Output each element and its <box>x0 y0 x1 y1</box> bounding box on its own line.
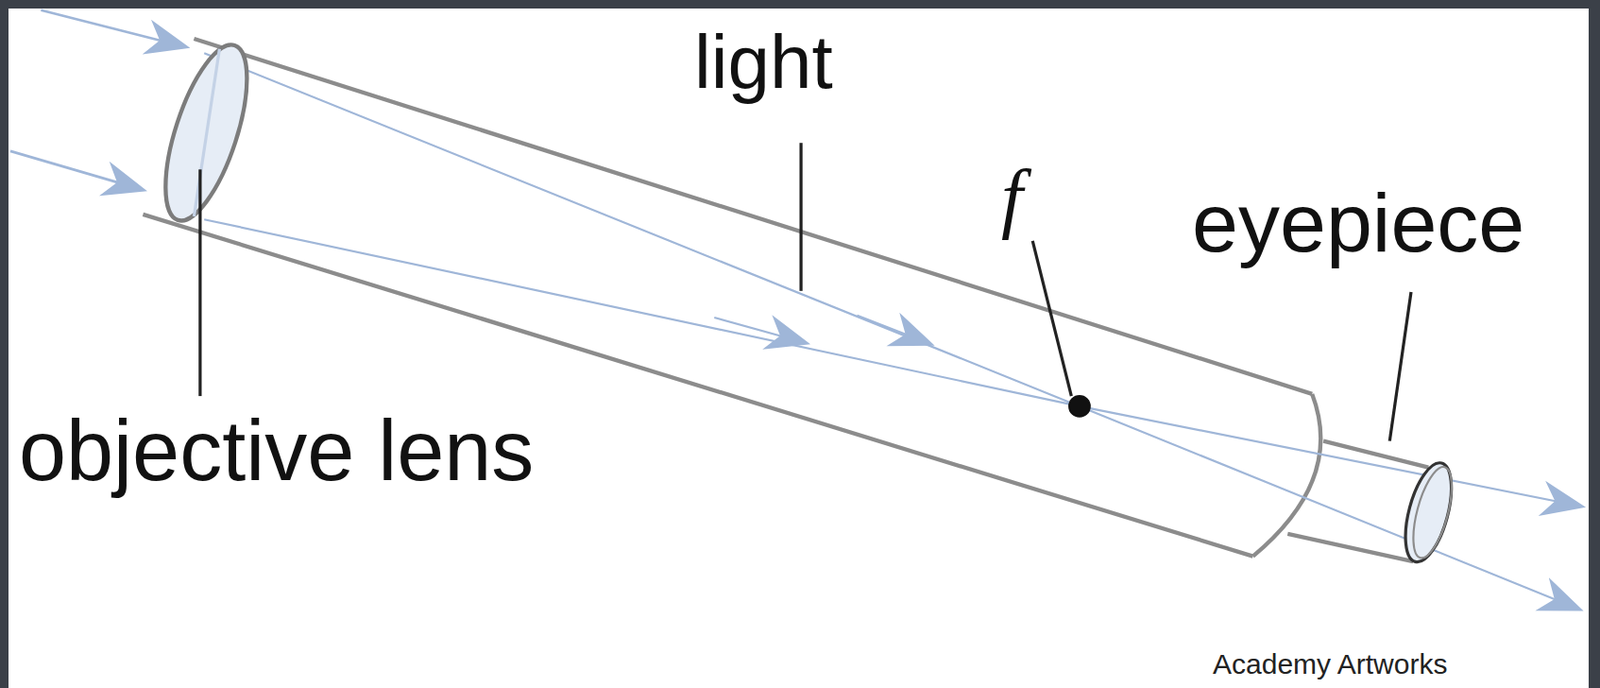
eyepiece-lens <box>1405 462 1460 562</box>
tube-end <box>1253 393 1322 557</box>
focal-label: f <box>1001 158 1023 237</box>
leader-line <box>799 142 802 291</box>
part-label: eyepiece <box>1191 181 1525 265</box>
light-ray <box>1079 406 1580 610</box>
light-ray <box>204 219 1080 407</box>
eyepiece-tube <box>1287 533 1413 562</box>
ray-arrow <box>714 317 806 343</box>
ray-arrow <box>856 315 931 344</box>
eyepiece-tube <box>1323 441 1429 468</box>
objective-lens <box>149 35 265 230</box>
focal-point <box>1068 394 1091 418</box>
watermark: Academy Artworks <box>1212 649 1447 679</box>
eyepiece-lens <box>1396 458 1462 567</box>
leader-line <box>198 169 202 396</box>
light-ray <box>10 151 143 190</box>
light-ray <box>1079 406 1582 507</box>
part-label: light <box>694 24 834 101</box>
tube-wall <box>142 214 1253 557</box>
light-ray <box>40 10 186 48</box>
part-label: objective lens <box>18 408 534 494</box>
leader-line <box>1032 240 1072 396</box>
lens-highlight <box>193 49 220 217</box>
light-ray <box>204 52 1080 407</box>
leader-line <box>1389 291 1412 442</box>
